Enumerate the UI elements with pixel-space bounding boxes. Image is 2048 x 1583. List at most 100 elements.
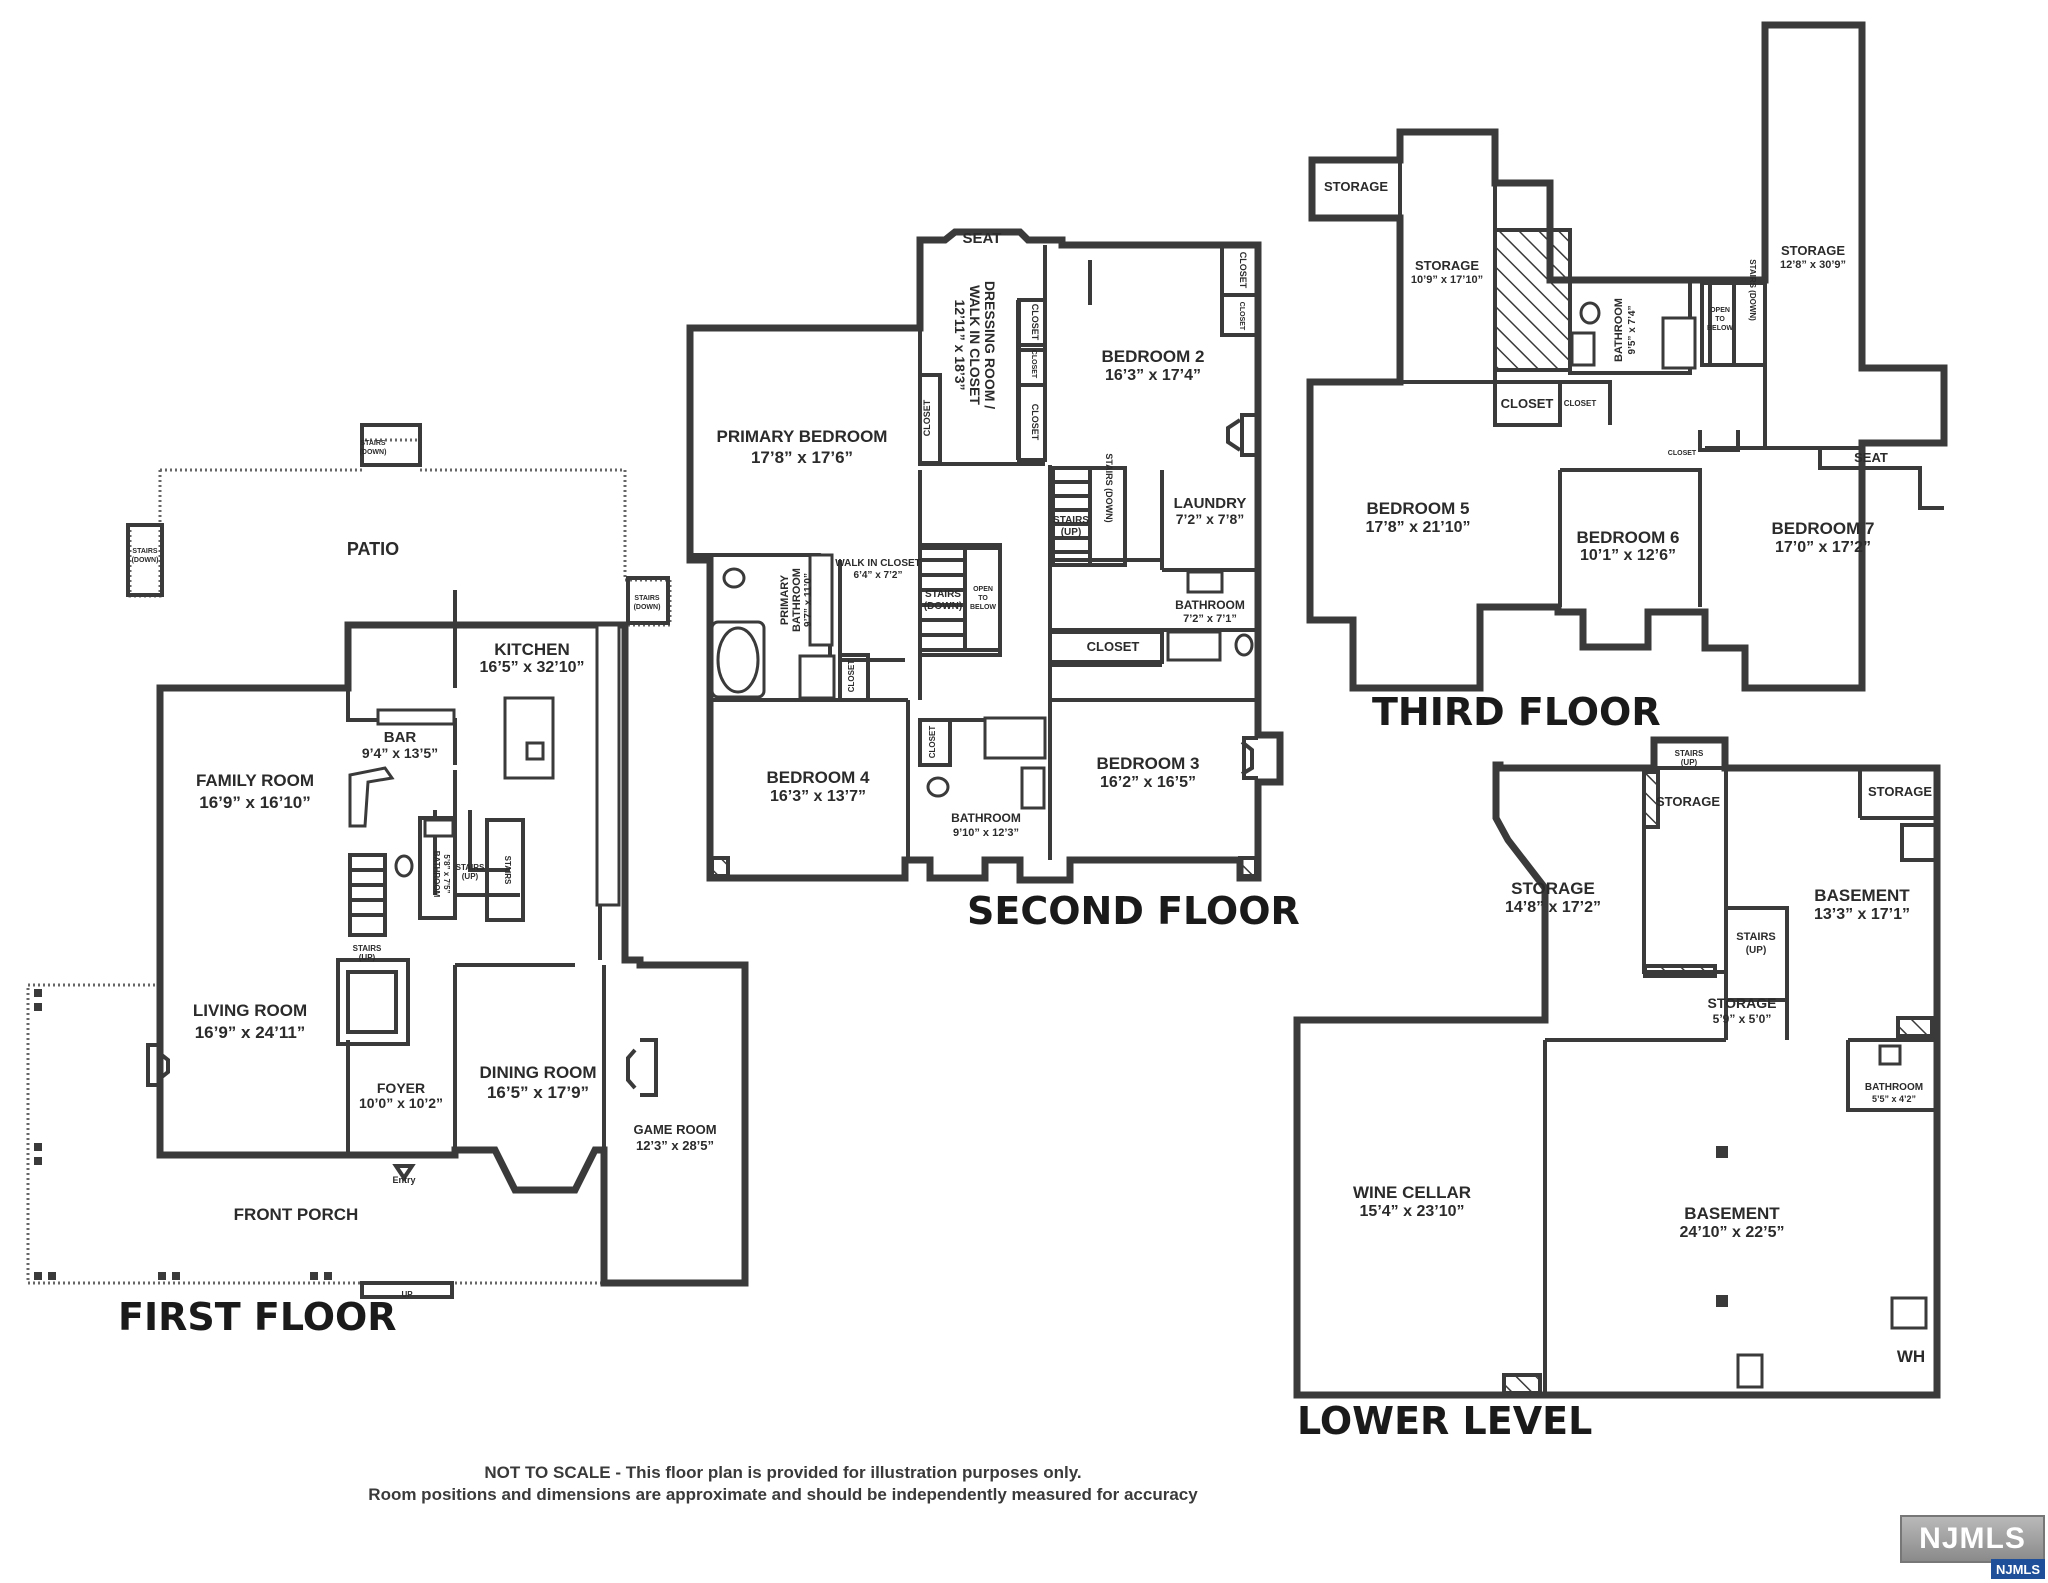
patio-outline [128, 438, 672, 627]
bedroom-4-dim: 16’3” x 13’7” [770, 788, 866, 805]
bedroom-5-name: BEDROOM 5 [1367, 499, 1470, 518]
storage-small-3f-name: STORAGE [1324, 179, 1388, 194]
below-label-2f: BELOW [970, 604, 996, 611]
logo-main-text: NJMLS [1900, 1515, 2045, 1563]
third-bath-dim: 9’5” x 7’4” [1627, 306, 1638, 355]
third-floor-plan: STORAGE STORAGE 10’9” x 17’10” STORAGE 1… [1306, 21, 1948, 734]
lower-hatch-c [1896, 1016, 1934, 1038]
seat-3f-name: SEAT [1854, 450, 1888, 465]
bedroom-5-dim: 17’8” x 21’10” [1366, 519, 1471, 536]
bedroom-2-dim: 16’3” x 17’4” [1105, 367, 1201, 384]
bar-dim: 9’4” x 13’5” [362, 745, 438, 761]
stairs-down-label-3f: STAIRS (DOWN) [1748, 259, 1757, 321]
dining-fireplace [626, 1038, 658, 1097]
patio-stairs-top [360, 423, 422, 467]
patio-stairs-left-sub: (DOWN) [132, 557, 159, 564]
bed2-fireplace [1226, 413, 1258, 457]
primary-bath-name-2: BATHROOM [791, 568, 803, 632]
lower-column-b [1716, 1295, 1728, 1307]
dressing-name-1: DRESSING ROOM / [982, 281, 998, 409]
porch-up-label: UP [401, 1290, 413, 1299]
front-porch-name: FRONT PORCH [234, 1205, 359, 1224]
primary-bath-name-1: PRIMARY [779, 574, 791, 625]
lower-hatch-d [1502, 1373, 1542, 1395]
stairs-down2-sub-2f: (DOWN) [924, 601, 962, 612]
shared-toilet [926, 776, 950, 798]
storage-tall-3f-dim: 12’8” x 30’9” [1780, 259, 1846, 271]
lower-stairs-sub: (UP) [1746, 945, 1767, 956]
storage-mid-3f-name: STORAGE [1415, 258, 1479, 273]
lower-stairs-top-sub: (UP) [1681, 758, 1698, 767]
stairs-up2-sub: (UP) [462, 872, 479, 881]
bedroom-6-dim: 10’1” x 12’6” [1580, 547, 1676, 564]
bedroom-4-name: BEDROOM 4 [767, 768, 871, 787]
primary-bath-dim: 9’7” x 11’0” [803, 573, 814, 627]
lower-bath-name: BATHROOM [1865, 1082, 1923, 1093]
stairs-up-label-2f: STAIRS [1053, 515, 1089, 526]
storage-tall-3f-name: STORAGE [1781, 243, 1845, 258]
shared-bath-name: BATHROOM [951, 811, 1021, 825]
water-heater-label: WH [1897, 1347, 1925, 1366]
hall-bath-name: BATHROOM [1175, 598, 1245, 612]
lower-bath-sink [1878, 1044, 1902, 1066]
second-floor-closets [838, 243, 1260, 767]
lower-storage-b-name: STORAGE [1868, 784, 1932, 799]
storage-mid-3f-dim: 10’9” x 17’10” [1411, 274, 1483, 286]
lower-level-plan: STAIRS (UP) STORAGE STORAGE STORAGE 14’8… [1293, 736, 1941, 1443]
closet-label-2f-e: CLOSET [1238, 252, 1248, 289]
hall-vanity [1186, 570, 1224, 594]
half-bath-dim: 5’8” x 7’5” [442, 854, 451, 893]
patio-stairs-left-label: STAIRS [132, 548, 157, 555]
stairs-down2-label-2f: STAIRS [925, 589, 961, 600]
primary-bedroom-dim: 17’8” x 17’6” [751, 448, 853, 467]
second-floor-plan: SEAT DRESSING ROOM / WALK IN CLOSET 12’1… [686, 228, 1300, 933]
water-heater [1890, 1296, 1928, 1330]
second-floor-title: SECOND FLOOR [967, 889, 1300, 933]
bed3-fireplace [1240, 736, 1258, 780]
logo-sub-text: NJMLS [1991, 1559, 2045, 1579]
third-bath-toilet [1579, 301, 1601, 325]
below-label-3f: BELOW [1707, 325, 1733, 332]
shared-bath-dim: 9’10” x 12’3” [953, 827, 1019, 839]
lower-storage-main-name: STORAGE [1511, 879, 1595, 898]
lower-storage-a-name: STORAGE [1656, 794, 1720, 809]
bedroom-3-name: BEDROOM 3 [1097, 754, 1200, 773]
closet-3f-a-name: CLOSET [1501, 396, 1554, 411]
third-floor-labels: STORAGE STORAGE 10’9” x 17’10” STORAGE 1… [1324, 179, 1888, 564]
third-bath-vanity [1570, 331, 1596, 367]
stairs-up-sub: (UP) [359, 953, 376, 962]
closet-label-2f-h: CLOSET [928, 726, 937, 759]
bar-counter [376, 708, 456, 726]
game-room-name: GAME ROOM [633, 1122, 716, 1137]
bar-peninsula [348, 766, 395, 828]
wine-cellar-name: WINE CELLAR [1353, 1183, 1471, 1202]
hall-bath-dim: 7’2” x 7’1” [1183, 613, 1237, 625]
to-label-3f: TO [1715, 316, 1725, 323]
njmls-logo: NJMLS NJMLS [1900, 1515, 2045, 1579]
column-left [710, 856, 730, 878]
third-bath-shower [1661, 316, 1697, 370]
primary-vanity [808, 553, 834, 647]
kitchen-name: KITCHEN [494, 640, 570, 659]
stairs-up-label: STAIRS [353, 944, 382, 953]
open-label-2f: OPEN [973, 586, 993, 593]
entry-arrow [392, 1164, 416, 1182]
kitchen-counter [595, 623, 621, 907]
living-room-dim: 16’9” x 24’11” [195, 1023, 306, 1042]
hall-tub [1166, 630, 1222, 662]
patio-stairs-right-sub: (DOWN) [634, 604, 661, 611]
patio-stairs-top-label: STAIRS [360, 440, 385, 447]
basement-a-dim: 13’3” x 17’1” [1814, 906, 1910, 923]
seat-name: SEAT [963, 230, 1002, 247]
lower-storage-main-dim: 14’8” x 17’2” [1505, 899, 1601, 916]
kitchen-island [503, 696, 555, 780]
bedroom-3-dim: 16’2” x 16’5” [1100, 774, 1196, 791]
laundry-name: LAUNDRY [1174, 495, 1247, 512]
stairs-down-label: STAIRS [503, 856, 512, 885]
foyer-dim: 10’0” x 10’2” [359, 1095, 443, 1111]
kitchen-dim: 16’5” x 32’10” [480, 659, 585, 676]
bedroom-7-dim: 17’0” x 17’2” [1775, 539, 1871, 556]
open-label-3f: OPEN [1710, 307, 1730, 314]
primary-shower [798, 654, 836, 700]
lower-stairs-top-label: STAIRS [1675, 749, 1704, 758]
